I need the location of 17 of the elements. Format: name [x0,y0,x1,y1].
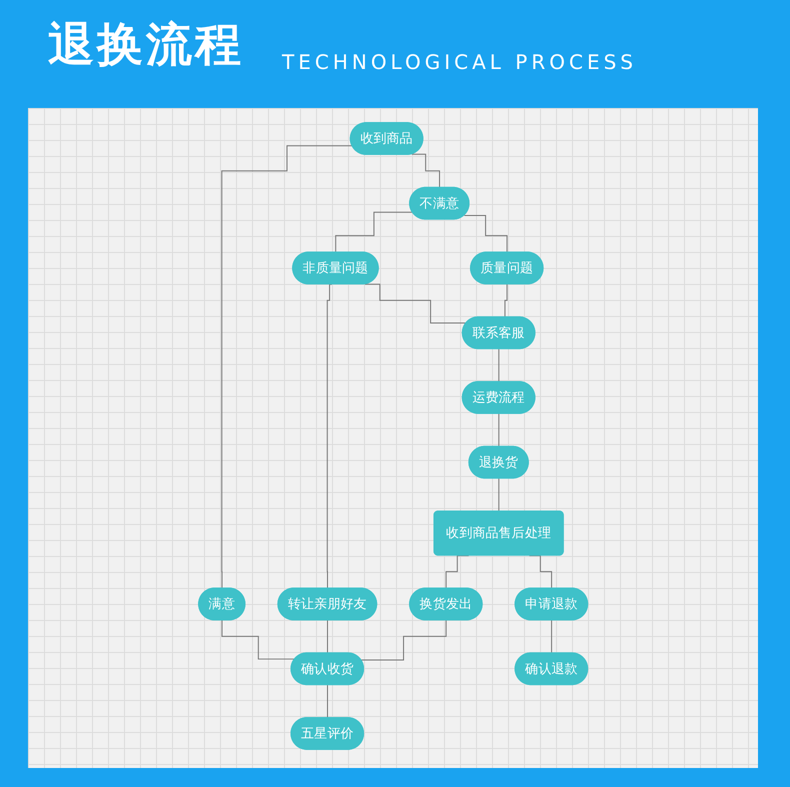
process-node: 满意 [198,588,246,620]
process-node: 五星评价 [290,717,364,750]
process-node: 质量问题 [470,252,544,284]
process-node: 确认退款 [514,652,588,686]
process-node: 运费流程 [462,381,536,414]
process-node: 非质量问题 [292,252,379,284]
process-node: 转让亲朋好友 [277,588,378,620]
process-node: 换货发出 [408,588,483,620]
process-node: 确认收货 [290,652,364,686]
process-node: 退换货 [468,446,529,479]
process-node: 联系客服 [462,316,536,350]
subtitle: TECHNOLOGICAL PROCESS [282,50,637,74]
process-node: 不满意 [408,186,470,220]
process-node: 申请退款 [514,588,588,620]
process-node: 收到商品 [350,122,424,155]
title: 退换流程 [48,16,244,73]
process-node: 收到商品售后处理 [433,510,564,556]
